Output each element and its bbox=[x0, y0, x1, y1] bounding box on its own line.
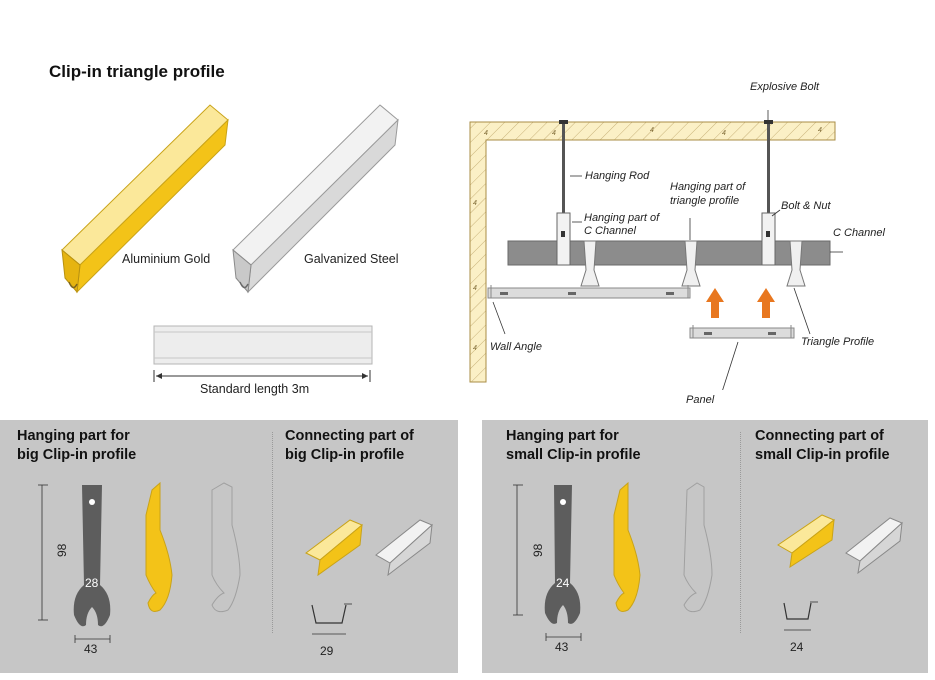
big-clip-in-panel: Hanging part for big Clip-in profile Con… bbox=[0, 420, 458, 673]
big-connector-steel bbox=[387, 523, 433, 577]
big-height-dim: 98 bbox=[55, 543, 69, 557]
small-width-dim: 43 bbox=[555, 640, 569, 654]
small-hanging-title-2: small Clip-in profile bbox=[506, 447, 641, 463]
big-hanger-gold bbox=[145, 481, 173, 612]
bolt-nut-label: Bolt & Nut bbox=[781, 200, 831, 212]
small-connector-steel bbox=[857, 521, 903, 575]
hanging-c-label-1: Hanging part of bbox=[584, 212, 660, 224]
hanging-c-label-2: C Channel bbox=[584, 225, 636, 237]
triangle-hangers bbox=[580, 240, 806, 287]
big-connector-gold bbox=[317, 523, 363, 577]
gold-label: Aluminium Gold bbox=[122, 252, 211, 266]
small-hanger-part bbox=[544, 485, 581, 624]
big-connecting-title-2: big Clip-in profile bbox=[285, 447, 405, 463]
big-hanger-outline bbox=[211, 482, 241, 613]
profile-illustrations bbox=[61, 104, 399, 294]
small-connector-dim: 24 bbox=[790, 640, 804, 654]
gold-profile bbox=[61, 104, 229, 294]
small-clip-in-panel: Hanging part for small Clip-in profile C… bbox=[482, 420, 928, 673]
small-parts-drawing: 24 98 43 24 bbox=[513, 481, 903, 654]
c-channel-hanger bbox=[761, 212, 776, 266]
c-channel-hanger bbox=[556, 212, 571, 266]
hanging-rod bbox=[562, 122, 565, 217]
triangle-profile-label: Triangle Profile bbox=[801, 336, 875, 348]
c-channel bbox=[507, 240, 831, 266]
big-parts-drawing: 28 98 43 29 bbox=[38, 481, 433, 658]
big-width-dim: 43 bbox=[84, 642, 98, 656]
svg-text:4: 4 bbox=[473, 285, 477, 292]
hanging-triangle-label-2: triangle profile bbox=[670, 195, 740, 207]
lift-arrows bbox=[706, 288, 775, 318]
small-connecting-title-2: small Clip-in profile bbox=[755, 447, 890, 463]
hanging-triangle-label-1: Hanging part of bbox=[670, 181, 746, 193]
panel-divider bbox=[740, 432, 741, 633]
svg-text:4: 4 bbox=[473, 200, 477, 207]
length-label: Standard length 3m bbox=[200, 382, 310, 396]
small-hanger-gold bbox=[613, 481, 641, 612]
profile-rail bbox=[487, 287, 691, 299]
steel-profile bbox=[232, 104, 399, 294]
wall-angle-label: Wall Angle bbox=[490, 341, 542, 353]
big-connector-dim: 29 bbox=[320, 644, 334, 658]
small-connector-gold bbox=[789, 518, 835, 569]
svg-text:4: 4 bbox=[650, 127, 654, 134]
big-hanging-title-1: Hanging part for bbox=[17, 428, 130, 444]
svg-text:4: 4 bbox=[722, 130, 726, 137]
svg-text:4: 4 bbox=[473, 345, 477, 352]
small-hanging-title-1: Hanging part for bbox=[506, 428, 619, 444]
hanging-rod-label: Hanging Rod bbox=[585, 170, 650, 182]
c-channel-label: C Channel bbox=[833, 227, 885, 239]
svg-text:4: 4 bbox=[552, 130, 556, 137]
panel-divider bbox=[272, 432, 273, 633]
small-connecting-title-1: Connecting part of bbox=[755, 428, 884, 444]
hanging-rod bbox=[767, 122, 770, 217]
small-inner-dim: 24 bbox=[556, 576, 570, 590]
panel-label: Panel bbox=[686, 394, 715, 406]
page-title: Clip-in triangle profile bbox=[49, 62, 225, 81]
panel bbox=[689, 327, 795, 339]
big-inner-dim: 28 bbox=[85, 576, 99, 590]
small-hanger-outline bbox=[683, 482, 713, 613]
big-hanger-part bbox=[73, 485, 111, 627]
explosive-bolt-label: Explosive Bolt bbox=[750, 81, 820, 93]
installation-diagram: 4 4 4 4 4 4 4 4 bbox=[469, 110, 843, 390]
steel-label: Galvanized Steel bbox=[304, 252, 399, 266]
small-height-dim: 98 bbox=[531, 543, 545, 557]
big-connecting-title-1: Connecting part of bbox=[285, 428, 414, 444]
big-hanging-title-2: big Clip-in profile bbox=[17, 447, 137, 463]
svg-text:4: 4 bbox=[484, 130, 488, 137]
svg-text:4: 4 bbox=[818, 127, 822, 134]
length-bar bbox=[153, 325, 373, 382]
